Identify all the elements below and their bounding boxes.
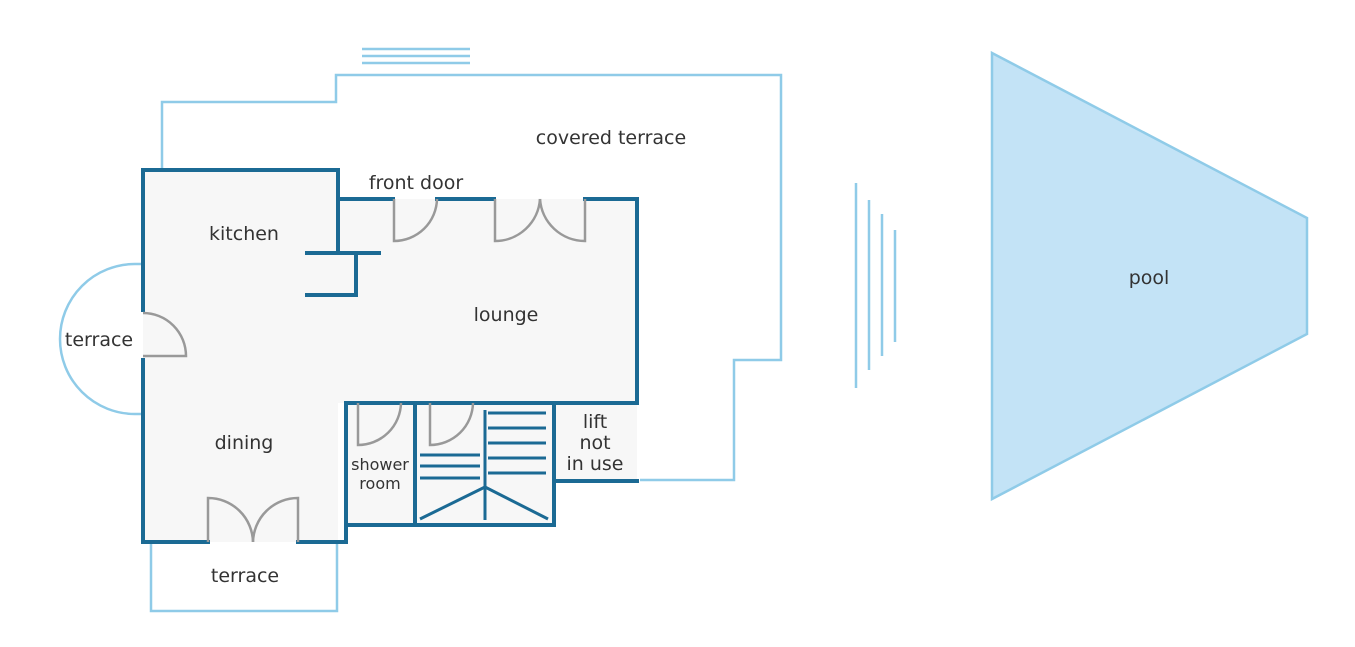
dining-double-door-right — [251, 496, 300, 543]
terrace-steps — [362, 47, 470, 65]
shower-door-swing — [356, 402, 403, 447]
pool-shape — [990, 50, 1309, 502]
left-terrace-outline — [58, 262, 143, 416]
stair-door-swing — [428, 402, 475, 447]
bottom-terrace-outline — [149, 542, 339, 613]
staircase — [419, 410, 549, 521]
kitchen-label: kitchen — [209, 223, 279, 245]
lounge-double-door-right — [538, 198, 587, 243]
pool-label: pool — [1129, 267, 1170, 289]
lift-label-line1: lift — [583, 411, 607, 433]
front-door-label: front door — [369, 172, 464, 194]
dining-label: dining — [215, 432, 274, 454]
house-walls — [141, 168, 639, 544]
covered-terrace-outline — [160, 73, 783, 482]
dining-double-door-left — [206, 496, 255, 543]
covered-terrace-label: covered terrace — [536, 127, 686, 149]
terrace-door-swing — [142, 311, 188, 358]
lounge-double-door-left — [493, 198, 542, 243]
pool-steps — [854, 183, 897, 388]
front-door-swing — [392, 198, 439, 243]
left-terrace-label: terrace — [65, 329, 133, 351]
lift-label-line2: not — [579, 432, 610, 454]
doors — [142, 198, 587, 543]
lounge-label: lounge — [474, 304, 539, 326]
shower-room-label-line1: shower — [351, 455, 409, 474]
bottom-terrace-label: terrace — [211, 565, 279, 587]
shower-room-label-line2: room — [359, 474, 400, 493]
lift-label-line3: in use — [567, 453, 624, 475]
